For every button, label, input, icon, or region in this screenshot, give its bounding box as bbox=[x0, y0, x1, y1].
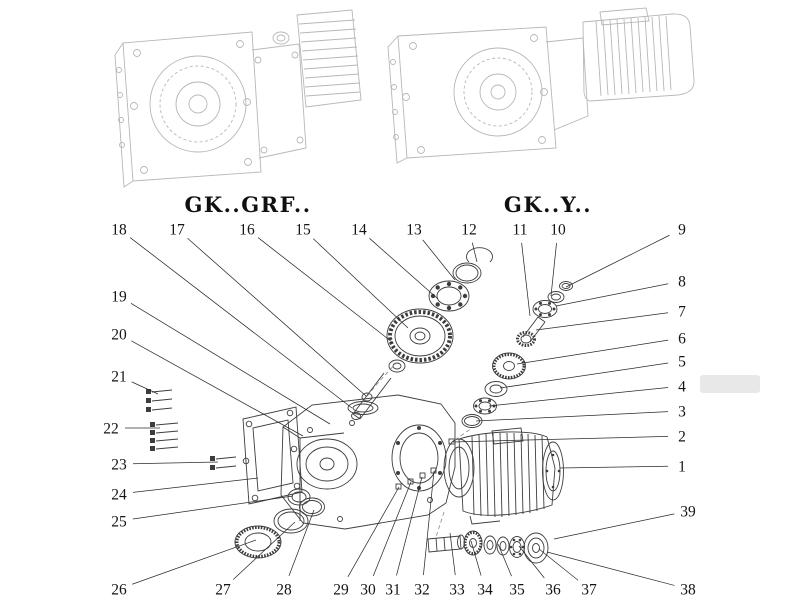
series-label-grf: GK..GRF.. bbox=[184, 192, 311, 217]
leader-line-26 bbox=[132, 539, 257, 585]
leader-line-38 bbox=[546, 551, 675, 586]
leader-line-6 bbox=[516, 339, 669, 365]
part-number-39: 39 bbox=[680, 504, 696, 521]
leader-line-16 bbox=[257, 237, 393, 343]
part-number-33: 33 bbox=[449, 582, 465, 599]
leader-line-1 bbox=[559, 465, 669, 469]
part-number-28: 28 bbox=[276, 582, 292, 599]
part-number-16: 16 bbox=[239, 222, 255, 239]
part-number-37: 37 bbox=[581, 582, 597, 599]
part-number-38: 38 bbox=[680, 582, 696, 599]
part-number-11: 11 bbox=[513, 222, 528, 239]
leader-line-7 bbox=[535, 312, 669, 331]
output-shaft-set bbox=[427, 530, 549, 564]
leader-line-36 bbox=[518, 545, 545, 579]
leader-line-18 bbox=[129, 237, 353, 409]
leader-line-3 bbox=[475, 411, 669, 422]
leader-line-8 bbox=[555, 283, 669, 307]
leader-line-28 bbox=[288, 509, 315, 577]
part-number-22: 22 bbox=[103, 421, 119, 438]
part-number-6: 6 bbox=[678, 331, 686, 348]
leader-line-11 bbox=[521, 242, 531, 317]
bearing-rings bbox=[234, 497, 325, 559]
leader-line-30 bbox=[372, 481, 412, 577]
part-number-27: 27 bbox=[215, 582, 231, 599]
part-number-25: 25 bbox=[111, 514, 127, 531]
part-number-18: 18 bbox=[111, 222, 127, 239]
leader-line-29 bbox=[347, 486, 400, 578]
part-number-21: 21 bbox=[111, 369, 127, 386]
gear-housing bbox=[280, 394, 456, 530]
part-number-24: 24 bbox=[111, 487, 127, 504]
part-number-3: 3 bbox=[678, 404, 686, 421]
leader-line-10 bbox=[550, 242, 557, 297]
part-number-13: 13 bbox=[406, 222, 422, 239]
leader-line-20 bbox=[131, 340, 304, 437]
leader-line-9 bbox=[565, 234, 670, 288]
leader-line-5 bbox=[499, 362, 669, 389]
part-number-26: 26 bbox=[111, 582, 127, 599]
part-number-2: 2 bbox=[678, 429, 686, 446]
alignment-dashes bbox=[362, 362, 473, 538]
leader-line-31 bbox=[396, 476, 423, 576]
leader-line-13 bbox=[422, 239, 456, 281]
leader-line-24 bbox=[132, 477, 259, 493]
leader-line-4 bbox=[488, 387, 669, 407]
part-number-14: 14 bbox=[351, 222, 367, 239]
part-number-9: 9 bbox=[678, 222, 686, 239]
part-number-32: 32 bbox=[414, 582, 430, 599]
leader-line-21 bbox=[131, 381, 159, 395]
pinion-shaft-set bbox=[461, 281, 573, 428]
leader-line-19 bbox=[130, 302, 331, 425]
part-number-4: 4 bbox=[678, 379, 686, 396]
leader-line-15 bbox=[312, 238, 409, 329]
leader-line-34 bbox=[470, 540, 482, 576]
part-number-30: 30 bbox=[360, 582, 376, 599]
leader-line-37 bbox=[538, 548, 579, 581]
part-number-17: 17 bbox=[169, 222, 185, 239]
assembled-view-y bbox=[387, 7, 695, 164]
leader-line-35 bbox=[497, 543, 512, 577]
part-number-36: 36 bbox=[545, 582, 561, 599]
part-number-29: 29 bbox=[333, 582, 349, 599]
part-number-1: 1 bbox=[678, 459, 686, 476]
leader-line-32 bbox=[423, 470, 435, 576]
leader-line-39 bbox=[553, 513, 675, 540]
leader-line-2 bbox=[452, 435, 669, 443]
mounting-bolts bbox=[146, 389, 237, 470]
series-label-y: GK..Y.. bbox=[504, 192, 592, 217]
part-number-23: 23 bbox=[111, 457, 127, 474]
input-shaft-gear-set bbox=[351, 247, 493, 420]
part-number-7: 7 bbox=[678, 304, 686, 321]
leader-line-12 bbox=[471, 242, 478, 263]
part-number-20: 20 bbox=[111, 327, 127, 344]
part-number-19: 19 bbox=[111, 289, 127, 306]
part-number-8: 8 bbox=[678, 274, 686, 291]
part-number-10: 10 bbox=[550, 222, 566, 239]
leader-line-14 bbox=[369, 238, 439, 300]
part-number-15: 15 bbox=[295, 222, 311, 239]
part-number-31: 31 bbox=[385, 582, 401, 599]
part-number-5: 5 bbox=[678, 354, 686, 371]
watermark-blob bbox=[700, 375, 760, 393]
leader-line-33 bbox=[449, 532, 456, 576]
part-number-12: 12 bbox=[461, 222, 477, 239]
leader-line-17 bbox=[187, 237, 367, 397]
leader-line-27 bbox=[232, 521, 296, 580]
leader-line-25 bbox=[132, 495, 294, 520]
motor-drawing bbox=[443, 427, 564, 525]
exploded-view bbox=[146, 247, 573, 564]
leader-line-23 bbox=[132, 461, 219, 465]
part-number-34: 34 bbox=[477, 582, 493, 599]
assembled-view-grf bbox=[114, 9, 362, 188]
part-number-35: 35 bbox=[509, 582, 525, 599]
